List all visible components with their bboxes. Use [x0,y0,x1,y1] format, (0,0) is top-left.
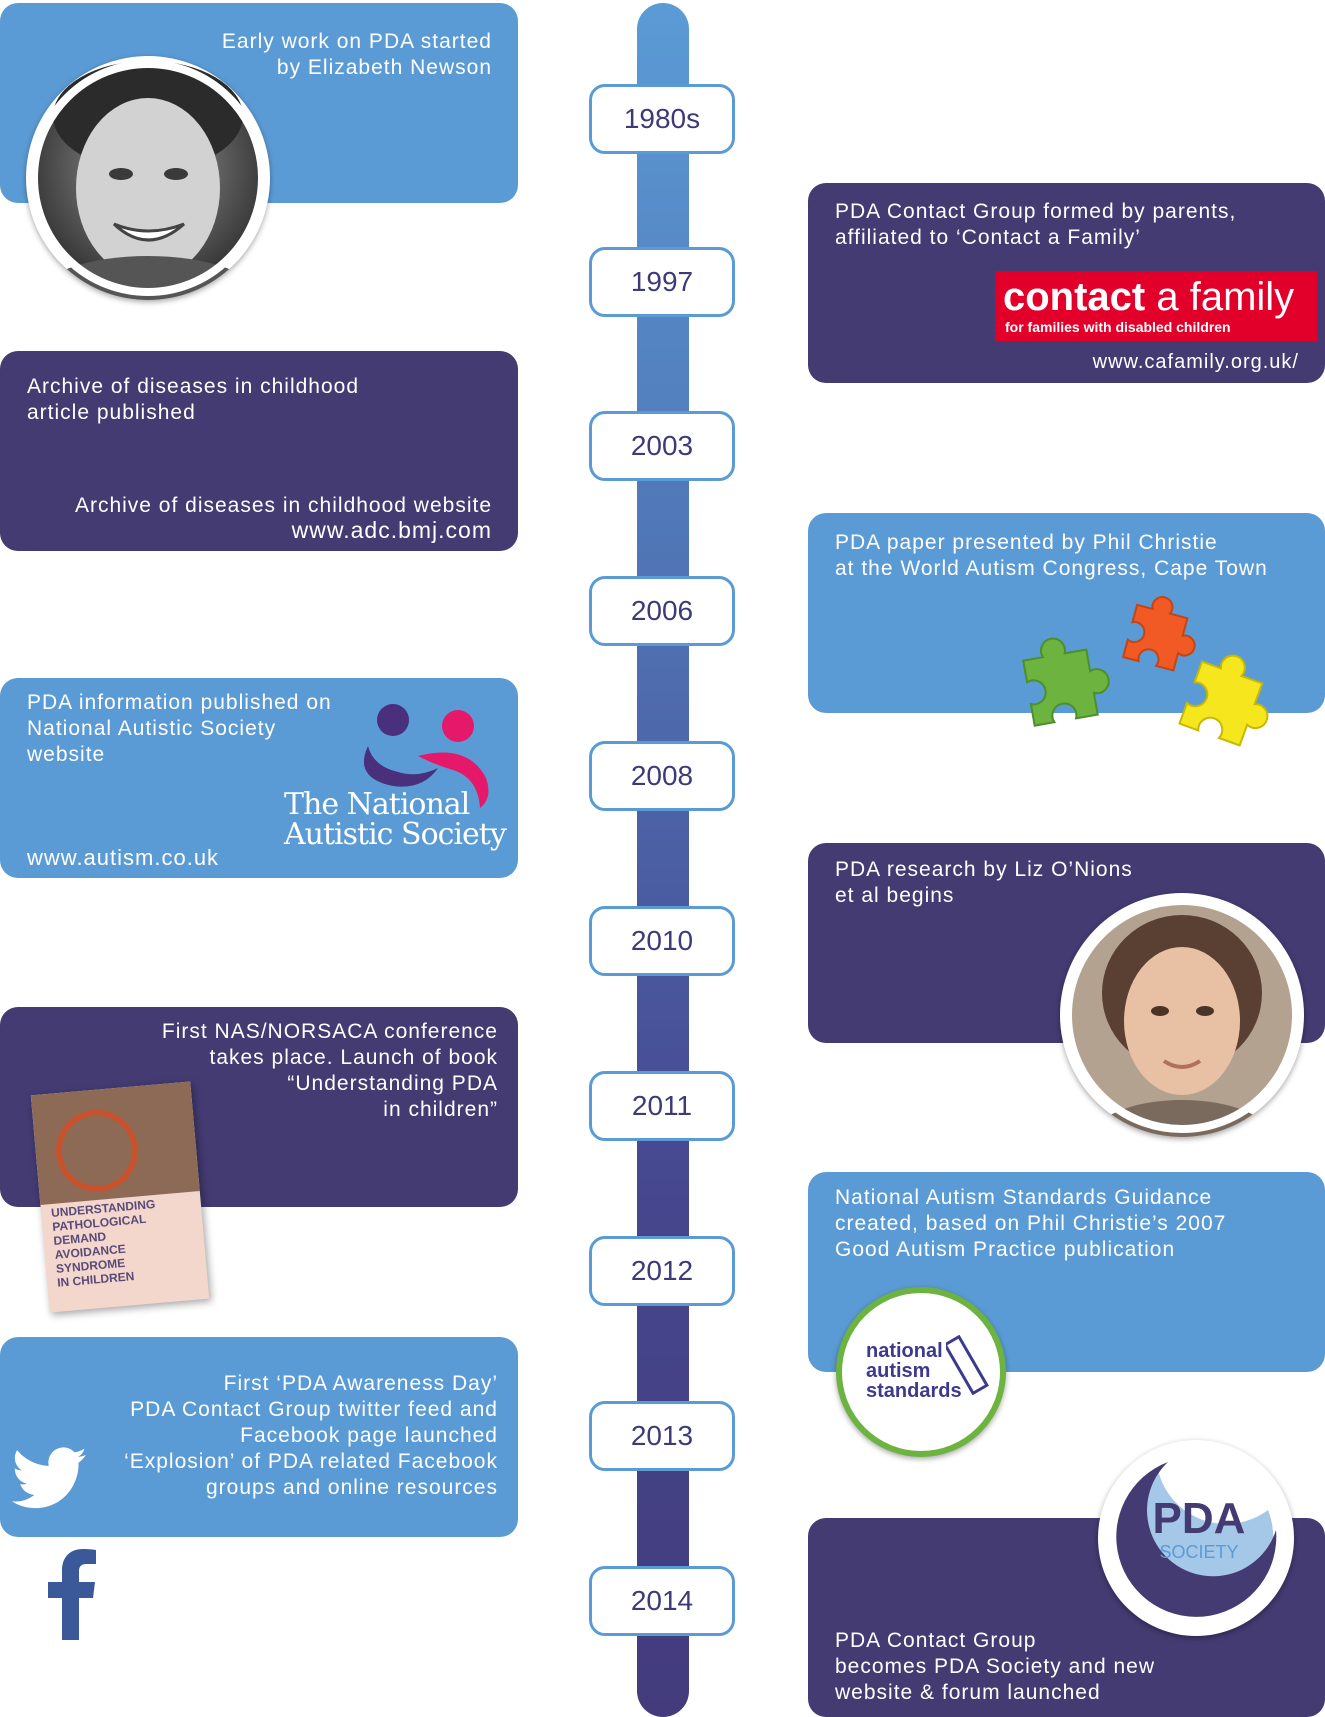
event-text: First ‘PDA Awareness Day’ PDA Contact Gr… [124,1372,498,1499]
book-cover: UNDERSTANDING PATHOLOGICAL DEMAND AVOIDA… [30,1081,210,1313]
logo-word-family: a family [1145,275,1295,319]
event-text: Early work on PDA started by Elizabeth N… [221,30,492,79]
nas-logo-line1: The National [284,787,470,822]
adc-url[interactable]: www.adc.bmj.com [291,517,492,543]
pda-logo-small: SOCIETY [1159,1542,1239,1562]
year-2010: 2010 [589,906,735,976]
adc-website-label: Archive of diseases in childhood website [74,494,492,517]
national-autism-standards-logo: national autism standards [836,1287,1006,1457]
year-2013: 2013 [589,1401,735,1471]
elizabeth-newson-photo [26,56,270,300]
event-card-2003: Archive of diseases in childhood article… [0,351,518,551]
event-text: National Autism Standards Guidance creat… [835,1186,1227,1261]
event-card-2008: PDA information published on National Au… [0,678,518,878]
event-text: First NAS/NORSACA conference takes place… [161,1020,498,1121]
event-text: Archive of diseases in childhood article… [27,375,360,424]
facebook-icon[interactable] [48,1548,96,1640]
year-2014: 2014 [589,1566,735,1636]
nas-url[interactable]: www.autism.co.uk [27,845,220,870]
book-title: UNDERSTANDING PATHOLOGICAL DEMAND AVOIDA… [50,1196,156,1290]
event-card-1997: PDA Contact Group formed by parents, aff… [808,183,1325,383]
logo-tagline: for families with disabled children [1005,319,1231,335]
puzzle-icon [1022,596,1269,747]
event-text: PDA Contact Group becomes PDA Society an… [835,1629,1155,1704]
pda-society-logo: PDA SOCIETY [1098,1440,1294,1636]
event-text: PDA information published on National Au… [27,691,332,766]
contact-a-family-logo: contact a family for families with disab… [995,271,1317,341]
nas-logo-line2: Autistic Society [284,817,507,852]
nas-standards-text: national autism standards [866,1340,962,1402]
pda-logo-big: PDA [1152,1494,1246,1543]
year-2011: 2011 [589,1071,735,1141]
cafamily-url[interactable]: www.cafamily.org.uk/ [1092,351,1299,373]
event-card-2013: First ‘PDA Awareness Day’ PDA Contact Gr… [0,1337,518,1537]
year-1980s: 1980s [589,84,735,154]
year-2003: 2003 [589,411,735,481]
pda-society-swoosh [1116,1462,1277,1617]
liz-onions-photo [1060,893,1304,1137]
year-2008: 2008 [589,741,735,811]
nas-logo-figures [363,704,489,808]
twitter-icon[interactable] [12,1447,88,1511]
ruler-icon [946,1335,989,1395]
event-text: PDA Contact Group formed by parents, aff… [835,200,1237,249]
year-2012: 2012 [589,1236,735,1306]
event-text: PDA paper presented by Phil Christie at … [835,531,1268,580]
event-text: PDA research by Liz O’Nions et al begins [835,858,1133,907]
year-2006: 2006 [589,576,735,646]
logo-word-contact: contact [1003,275,1146,319]
year-1997: 1997 [589,247,735,317]
